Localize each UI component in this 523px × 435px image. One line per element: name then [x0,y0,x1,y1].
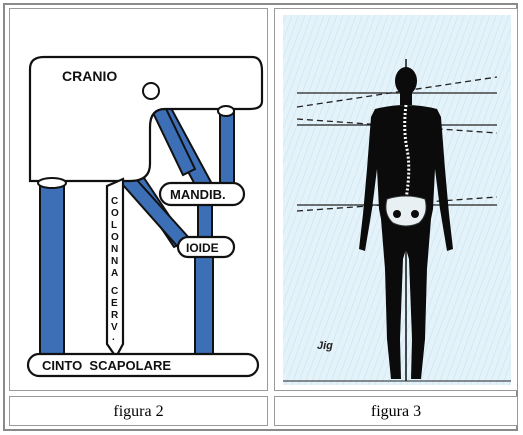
figure-3-posture-illustration: Jig [275,9,517,390]
colonna-letter: N [111,244,118,255]
figure-2-caption-cell: figura 2 [9,396,268,426]
left-strut-cap [38,178,66,188]
cerv-letter: E [111,298,118,309]
ioide-label: IOIDE [186,241,219,255]
cranio-mandib-right-strut [220,109,234,187]
colonna-letter: A [111,268,118,279]
figure-2-diagram: CRANIO C O L O N N A C E R V . MANDIB. I… [10,9,267,390]
pelvis [386,196,426,226]
cinto-scapolare-label: CINTO SCAPOLARE [42,358,171,373]
cerv-letter: C [111,286,118,297]
artist-signature: Jig [317,340,333,352]
cerv-letter: R [111,310,119,321]
mandib-label: MANDIB. [170,187,226,202]
colonna-letter: C [111,196,118,207]
colonna-letter: L [111,220,117,231]
figure-3-caption: figura 3 [275,403,517,421]
colonna-letters: C O L O N N A C E R V . [111,196,119,343]
cranio-label: CRANIO [62,68,117,84]
figure-3-caption-cell: figura 3 [274,396,518,426]
figure-3-image-cell: Jig [274,8,518,391]
colonna-letter: N [111,256,118,267]
mandib-ioide-strut [198,202,212,240]
colonna-letter: O [111,232,119,243]
ioide-cinto-strut [195,254,213,359]
colonna-letter: O [111,208,119,219]
cranio-joint-circle [143,83,159,99]
cranio-joint-right [218,106,234,116]
left-strut [40,184,64,359]
cerv-letter: . [112,332,115,343]
figure-2-caption: figura 2 [10,403,267,421]
figure-2-image-cell: CRANIO C O L O N N A C E R V . MANDIB. I… [9,8,268,391]
